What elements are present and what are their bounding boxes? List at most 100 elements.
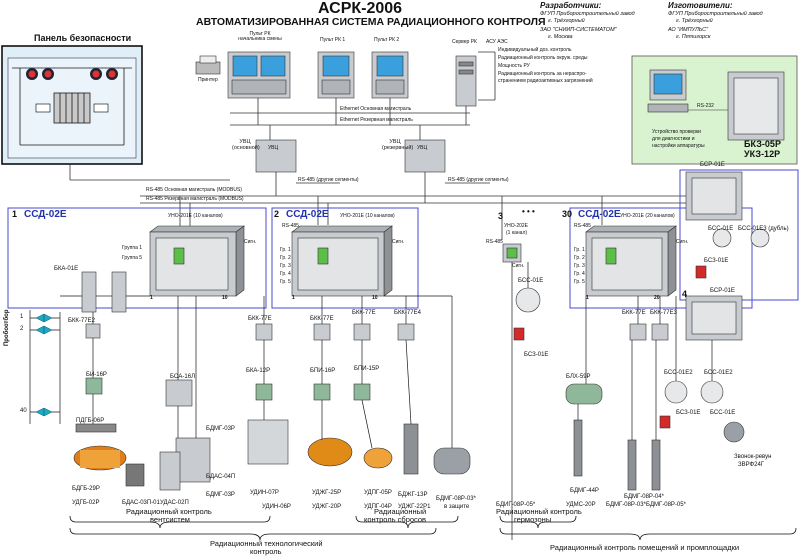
segment-ssd-label: ССД-02Е [286, 209, 329, 220]
page-subtitle: АВТОМАТИЗИРОВАННАЯ СИСТЕМА РАДИАЦИОННОГО… [196, 16, 546, 28]
segment-ssd-label: ССД-02Е [24, 209, 67, 220]
developers-line3: ЗАО "СНИИП-СИСТЕМАТОМ" [540, 27, 617, 33]
device-label: БСЗ-01Е [524, 352, 549, 358]
device-label: БКК-77Е [352, 310, 376, 316]
device-label: УДЖГ-22Р1 [398, 504, 431, 510]
console-rk2-label: Пульт РК 2 [374, 37, 400, 43]
segment-number-2: 2 [274, 209, 280, 219]
console-rk1 [317, 51, 355, 99]
rs232-label: RS-232 [697, 103, 714, 109]
uno-202-label: УНО-202Е [504, 223, 529, 229]
device-label: БКА-12Р [246, 368, 271, 374]
footer-sbros-2: контроль сбросов [364, 515, 427, 524]
probe-label: Пробоотбор [4, 309, 10, 346]
group-tag: Гр. 1 [574, 247, 585, 253]
device-label: БДМГ-08Р-03* [606, 502, 646, 508]
device-label: БКК-77Е2 [68, 318, 95, 324]
console-chief-label: Пульт РК начальника смены [238, 31, 282, 43]
signal-label: Сигн. [512, 263, 525, 269]
device-label: БСС-01Е3 (дубль) [738, 226, 789, 232]
probe-lines [29, 295, 197, 438]
device-label: БПИ-16Р [310, 368, 336, 374]
device-label: БДАС-03П-01 [122, 500, 160, 506]
uno-cabinets [149, 171, 743, 341]
page-title: АСРК-2006 [318, 0, 403, 17]
device-label: БДМГ-08Р-03* [436, 496, 476, 502]
check-device [647, 69, 785, 141]
device-label: БСР-01Е [700, 162, 725, 168]
rs485-label: RS-485 [574, 223, 591, 229]
group-tag: Гр. 3 [280, 263, 291, 269]
device-label: БСЗ-01Е [704, 258, 729, 264]
channel-number: 10 [222, 295, 228, 301]
device-label: БСС-01Е [518, 278, 544, 284]
manufacturers-heading: Изготовители: [668, 1, 733, 10]
device-label: БСР-01Е [710, 288, 735, 294]
probe-number: 40 [20, 408, 27, 414]
room-devices [513, 228, 770, 491]
check-device-text: Устройство проверки [652, 129, 701, 135]
device-label: БДМГ-08Р-04* [624, 494, 664, 500]
developers-line2: г. Трёхгорный [548, 18, 585, 24]
device-label: УДМС-20Р [566, 502, 596, 508]
segment-number-30: 30 [562, 209, 573, 219]
group-tag: Гр. 5 [574, 279, 585, 285]
ellipsis: • • • [522, 207, 535, 216]
function-item: странением радиоактивных загрязнений [498, 78, 593, 84]
segment-number-1: 1 [12, 209, 18, 219]
device-label: БСС-01Е2 [704, 370, 733, 376]
channel-number: 1 [292, 295, 295, 301]
uvc-unit-label: УВЦ [268, 145, 279, 151]
check-device-model: БКЗ-05Р [744, 139, 781, 149]
group-label: Группа 5 [122, 255, 143, 261]
server-label: Сервер РК [452, 39, 477, 45]
ethernet-reserve-label: Ethernet Резервная магистраль [340, 117, 413, 123]
gas-detectors [73, 437, 471, 475]
device-label: БКК-77Е3 [650, 310, 677, 316]
footer-rooms: Радиационный контроль помещений и промпл… [550, 543, 740, 552]
uno-label: УНО-201Е (20 каналов) [620, 213, 675, 219]
channel-number: 1 [150, 295, 153, 301]
uno-label: УНО-201Е (10 каналов) [340, 213, 395, 219]
rs485-reserve-label: RS-485 Резервная магистраль (MODBUS) [146, 196, 244, 202]
device-label: БСС-01Е2 [664, 370, 693, 376]
bell-label: Звонок-ревун [734, 454, 772, 460]
channel-number: 10 [372, 295, 378, 301]
device-label: БДМГ-08Р-05* [646, 502, 686, 508]
footer-vent-2: вентсистем [150, 515, 190, 524]
group-tag: Гр. 4 [280, 271, 291, 277]
footer-braces [69, 515, 797, 541]
device-label: БДИГ-08Р-05* [496, 502, 536, 508]
device-label: УДЖГ-20Р [312, 504, 342, 510]
device-label: БКК-77Е [310, 316, 334, 322]
check-device-text: настройки аппаратуры [652, 143, 705, 149]
device-label: УДИН-06Р [262, 504, 291, 510]
probe-number: 2 [20, 326, 24, 332]
footer-tech-2: контроль [250, 547, 282, 556]
bell-model: ЗВРФ24Г [738, 462, 765, 468]
group-tag: Гр. 3 [574, 263, 585, 269]
footer-vent-1: Радиационный контроль [126, 507, 212, 516]
device-label: БИ-16Р [86, 372, 107, 378]
device-label: в защите [444, 504, 470, 510]
uvc-unit-label: УВЦ [417, 145, 428, 151]
uno-label: УНО-201Е (10 каналов) [168, 213, 223, 219]
rs485-other-label: RS-485 (другие сегменты) [298, 177, 359, 183]
console-chief [227, 51, 291, 99]
device-label: УДАС-02П [160, 500, 189, 506]
uvc-main-label: УВЦ (основной) [232, 139, 260, 151]
device-label: ПДГБ-06Р [76, 418, 105, 424]
footer-tech-1: Радиационный технологический [210, 539, 323, 548]
footer-germ-2: гермозоны [514, 515, 552, 524]
safety-panel-title: Панель безопасности [34, 33, 132, 43]
uno-202-channels: (1 канал) [506, 230, 528, 236]
group-tag: Гр. 5 [280, 279, 291, 285]
ethernet-main-label: Ethernet Основная магистраль [340, 106, 412, 112]
rs485-label: RS-485 [486, 239, 503, 245]
developers-heading: Разработчики: [540, 1, 602, 10]
group-label: Группа 1 [122, 245, 143, 251]
uvc-units [255, 139, 446, 173]
segment-number-3: 3 [498, 211, 504, 221]
manufacturers-line1: ФГУП Приборостроительный завод [668, 11, 763, 17]
console-rk2 [371, 51, 409, 99]
